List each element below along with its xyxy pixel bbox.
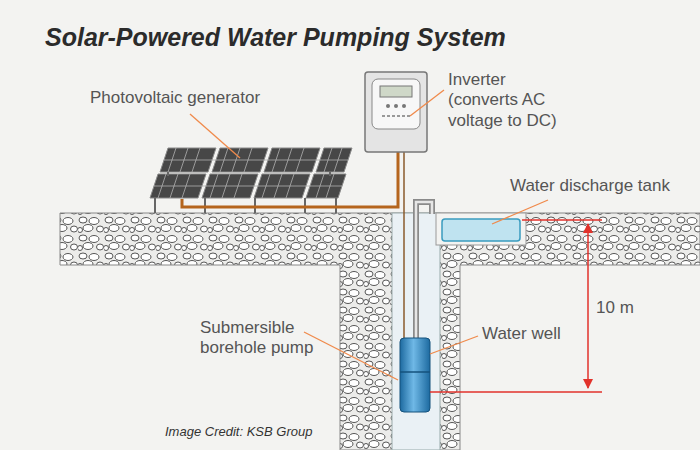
riser-pipe <box>416 202 432 340</box>
part-label: Submersible borehole pump <box>200 318 332 359</box>
discharge-tank <box>442 219 520 241</box>
part-label: Water well <box>482 324 561 344</box>
riser-pipe-inner <box>416 202 432 340</box>
part-label: Inverter (converts AC voltage to DC) <box>448 70 574 131</box>
pump-cable <box>403 152 405 340</box>
submersible-pump <box>400 338 430 412</box>
pump-joint <box>400 371 430 373</box>
image-credit: Image Credit: KSB Group <box>165 424 312 440</box>
dimension-marker <box>430 220 602 392</box>
inverter-box <box>365 72 427 152</box>
part-label: Photovoltaic generator <box>90 88 260 108</box>
ground <box>60 213 700 450</box>
part-label: Water discharge tank <box>510 176 670 196</box>
dimension-label: 10 m <box>596 298 634 318</box>
solar-array <box>150 148 352 213</box>
tank-pit <box>436 213 526 245</box>
diagram-title: Solar-Powered Water Pumping System <box>45 22 506 52</box>
power-cable <box>182 152 398 207</box>
